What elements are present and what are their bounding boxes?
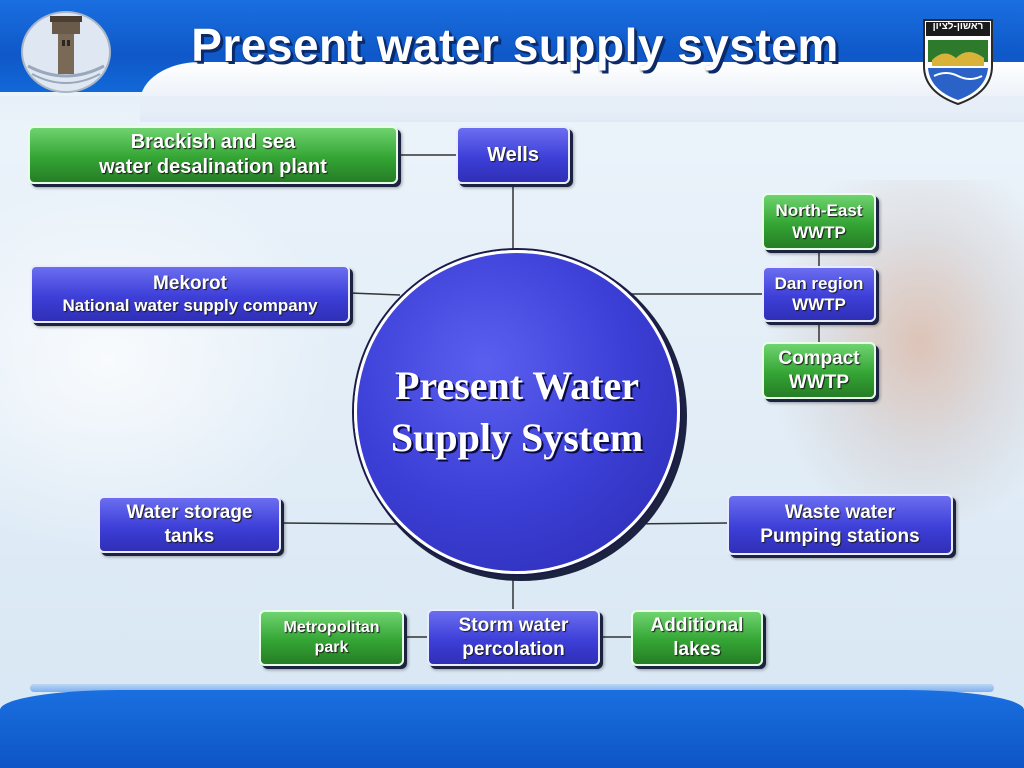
node-label-line2: National water supply company xyxy=(62,296,318,316)
node-label-line1: Compact xyxy=(778,347,860,369)
node-label-line1: Metropolitan xyxy=(283,619,380,636)
node-water-storage-tanks: Water storage tanks xyxy=(98,496,281,553)
node-additional-lakes: Additional lakes xyxy=(631,610,763,666)
node-label-line1: Dan region xyxy=(774,273,864,293)
node-label-line2: tanks xyxy=(164,525,215,547)
node-label-line2: WWTP xyxy=(792,295,846,314)
page-title: Present water supply system xyxy=(191,19,839,71)
connector-mekorot-center xyxy=(349,292,401,296)
node-label-line2: Pumping stations xyxy=(760,525,920,547)
node-wells: Wells xyxy=(456,126,570,184)
node-label-line1: Waste water xyxy=(784,501,896,523)
node-dan-region-wwtp: Dan region WWTP xyxy=(762,266,876,322)
node-waste-water-pumping: Waste water Pumping stations xyxy=(727,494,953,555)
footer-highlight xyxy=(30,684,994,692)
node-label-line1: Mekorot xyxy=(153,272,227,294)
node-label-line2: park xyxy=(314,639,349,656)
central-system-circle: Present Water Supply System xyxy=(354,250,680,574)
node-label-line1: North-East xyxy=(775,201,863,221)
city-emblem-text: ראשון-לציון xyxy=(932,21,984,32)
connector-center-pumping xyxy=(627,522,729,525)
node-desalination-plant: Brackish and sea water desalination plan… xyxy=(28,126,398,184)
node-compact-wwtp: Compact WWTP xyxy=(762,342,876,399)
connector-storage-center xyxy=(280,522,399,525)
node-label-line2: lakes xyxy=(673,639,721,660)
header-fade xyxy=(0,96,1024,126)
node-label-line1: Storm water xyxy=(458,614,569,636)
node-mekorot: Mekorot National water supply company xyxy=(30,265,350,323)
footer-band xyxy=(0,690,1024,768)
node-label-line2: percolation xyxy=(462,638,565,660)
node-label-line2: WWTP xyxy=(788,371,850,393)
node-label-line1: Water storage xyxy=(126,501,253,523)
node-metropolitan-park: Metropolitan park xyxy=(259,610,404,666)
node-label-line1: Additional xyxy=(650,615,744,637)
node-north-east-wwtp: North-East WWTP xyxy=(762,193,876,250)
node-label-line2: WWTP xyxy=(792,222,846,242)
company-logo xyxy=(8,6,128,110)
node-storm-water-percolation: Storm water percolation xyxy=(427,609,600,666)
node-label-line1: Brackish and sea xyxy=(130,131,296,153)
central-title-line2: Supply System xyxy=(390,415,644,460)
city-emblem-logo: ראשון-לציון xyxy=(918,10,998,106)
central-title-line1: Present Water xyxy=(394,363,639,408)
node-label-line1: Wells xyxy=(487,143,539,166)
node-label-line2: water desalination plant xyxy=(99,156,327,178)
